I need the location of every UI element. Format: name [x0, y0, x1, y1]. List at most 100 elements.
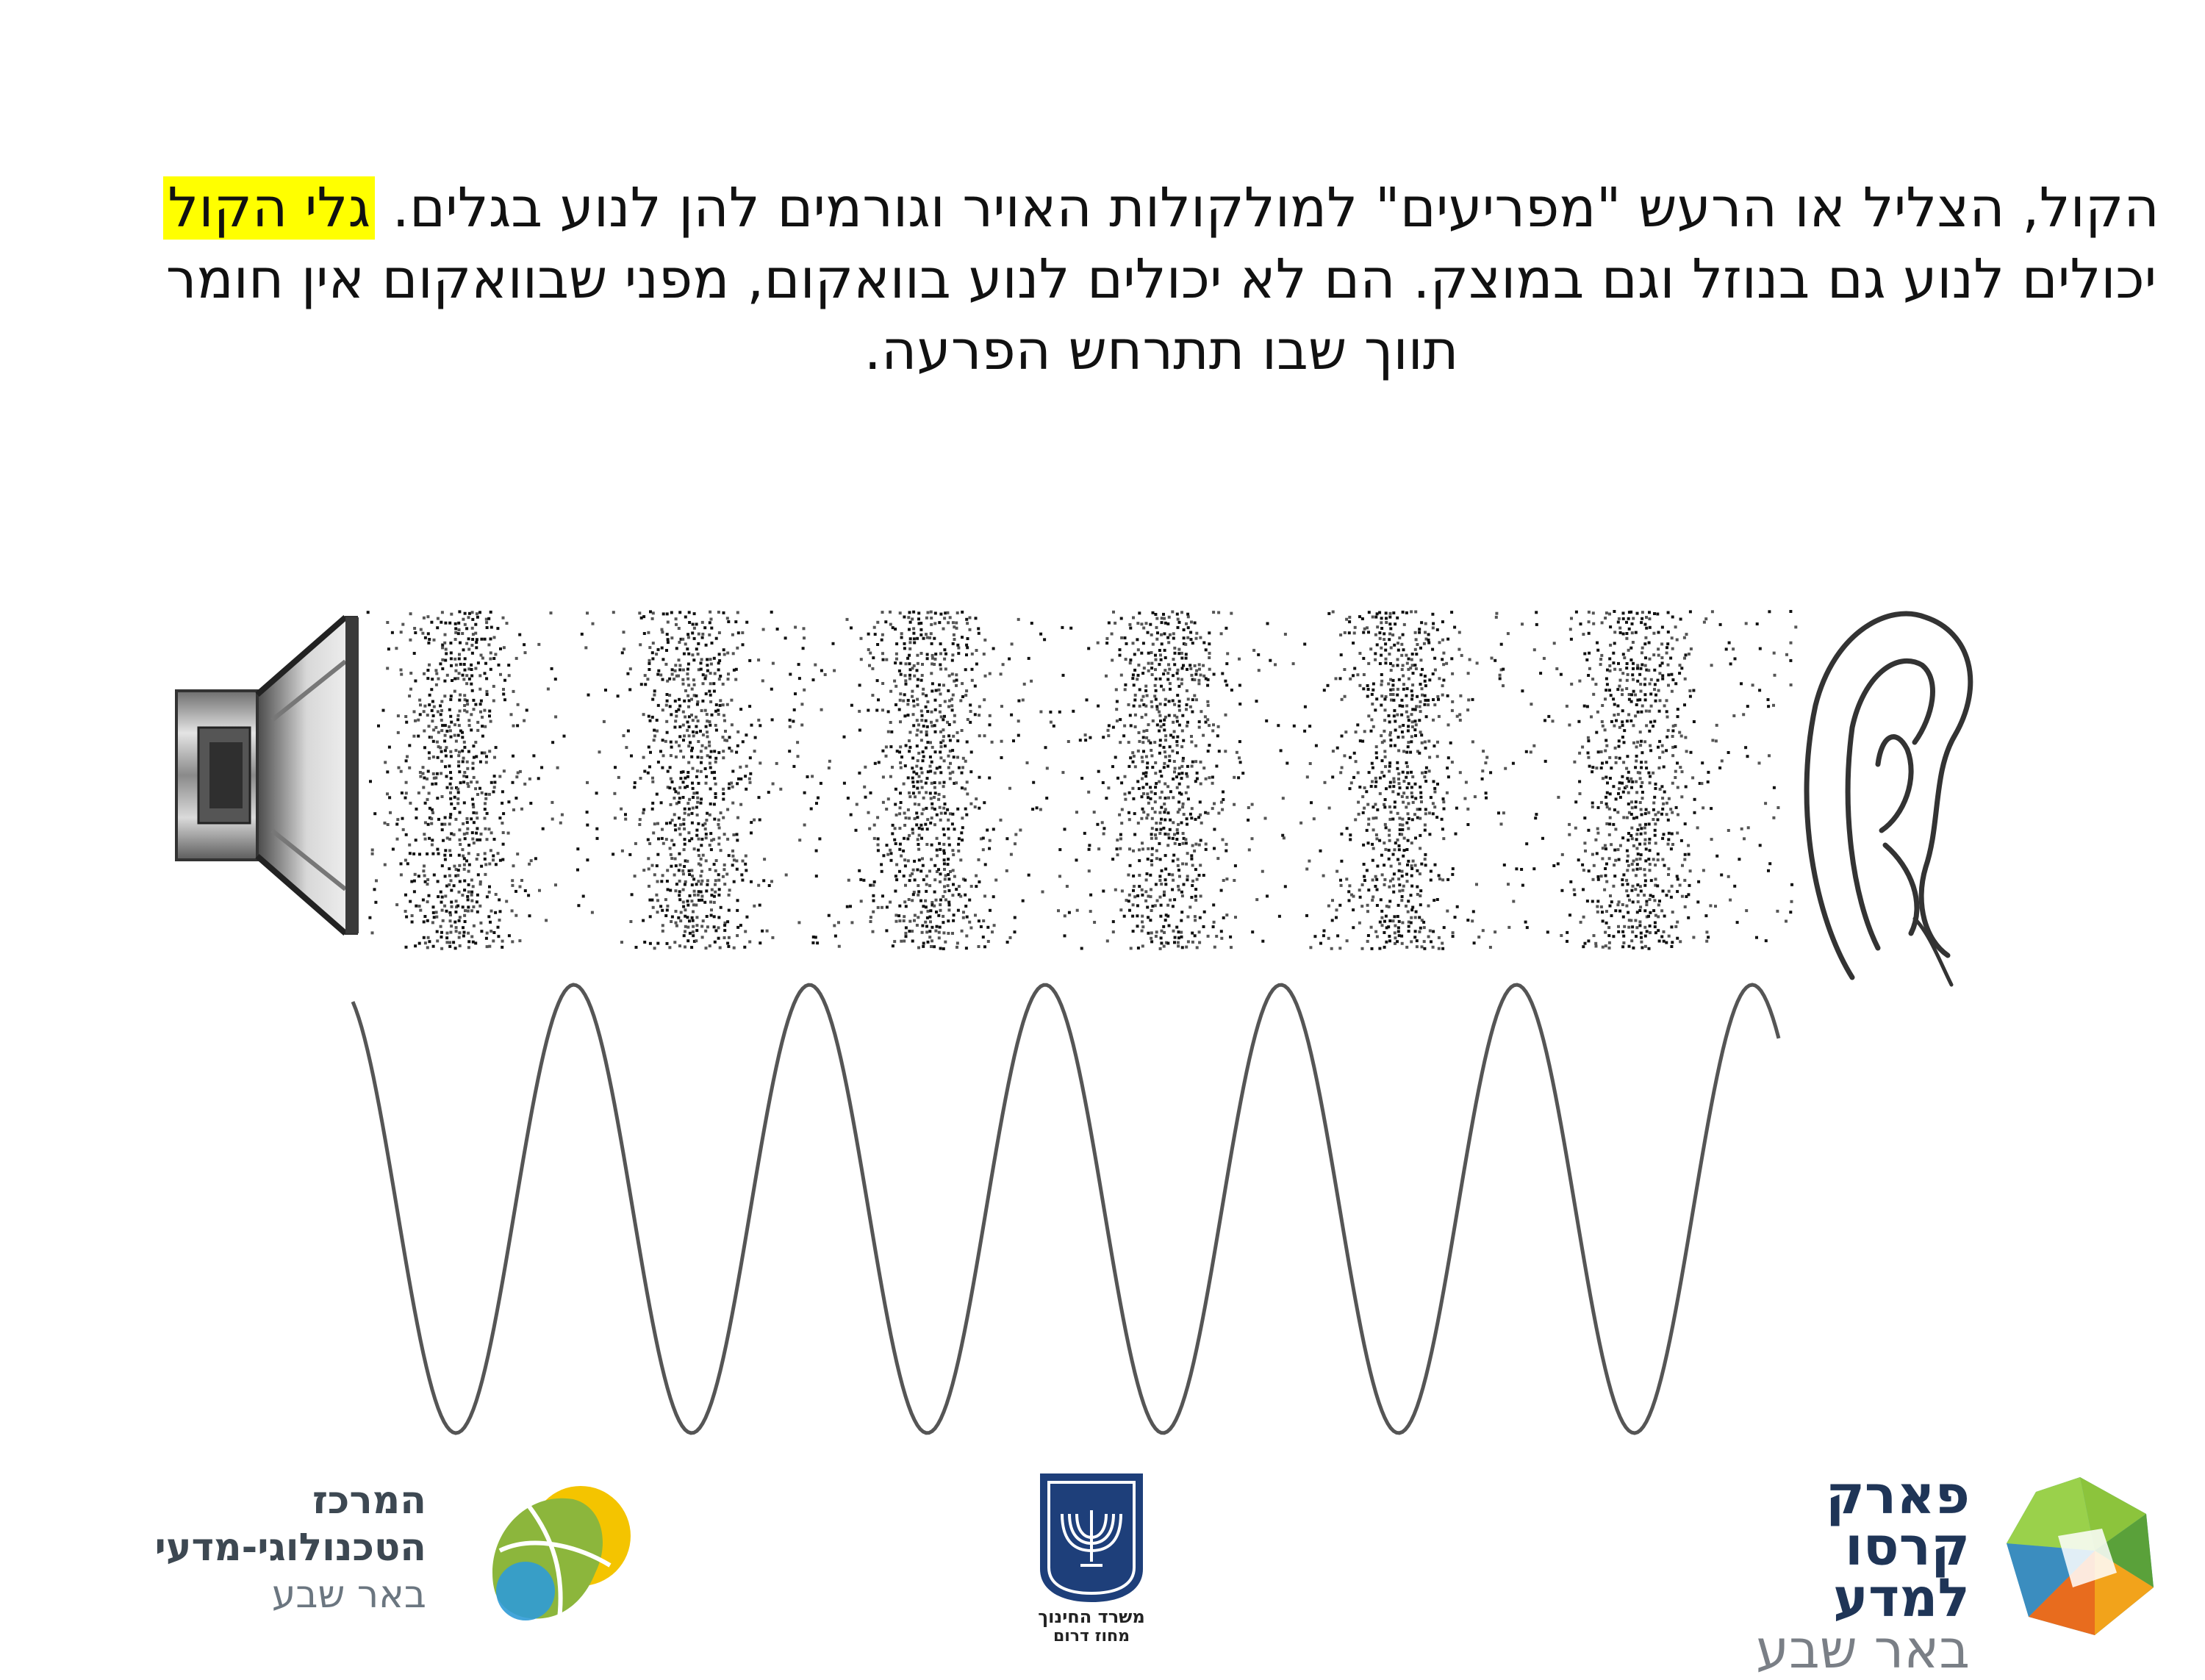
air-molecule	[1151, 719, 1155, 722]
air-molecule	[955, 621, 958, 625]
air-molecule	[1647, 669, 1651, 672]
air-molecule	[1411, 683, 1415, 687]
air-molecule	[919, 780, 923, 783]
air-molecule	[682, 905, 686, 908]
air-molecule	[1618, 756, 1621, 760]
air-molecule	[1605, 802, 1608, 805]
air-molecule	[1578, 792, 1582, 795]
air-molecule	[516, 724, 520, 728]
air-molecule	[1180, 678, 1183, 681]
air-molecule	[897, 669, 901, 672]
air-molecule	[1087, 869, 1091, 873]
air-molecule	[681, 710, 685, 714]
air-molecule	[1544, 719, 1546, 722]
air-molecule	[1402, 780, 1406, 783]
air-molecule	[1383, 638, 1386, 642]
air-molecule	[955, 673, 958, 677]
air-molecule	[459, 781, 462, 785]
air-molecule	[476, 780, 479, 784]
air-molecule	[1416, 816, 1419, 819]
air-molecule	[904, 682, 908, 686]
air-molecule	[792, 708, 796, 711]
air-molecule	[1625, 785, 1629, 789]
air-molecule	[913, 674, 917, 678]
air-molecule	[1164, 883, 1168, 886]
air-molecule	[1153, 904, 1157, 908]
air-molecule	[1225, 842, 1228, 846]
air-molecule	[1661, 807, 1665, 811]
air-molecule	[1371, 858, 1374, 862]
air-molecule	[753, 818, 756, 822]
air-molecule	[1193, 621, 1197, 625]
air-molecule	[1190, 673, 1194, 677]
air-molecule	[1410, 713, 1413, 717]
air-molecule	[899, 801, 903, 804]
air-molecule	[449, 651, 453, 655]
air-molecule	[476, 853, 480, 856]
air-molecule	[1186, 822, 1188, 826]
air-molecule	[1221, 808, 1225, 811]
air-molecule	[1339, 633, 1343, 636]
air-molecule	[988, 776, 992, 780]
air-molecule	[639, 616, 643, 620]
air-molecule	[687, 813, 690, 816]
air-molecule	[919, 622, 923, 625]
air-molecule	[1120, 889, 1124, 893]
air-molecule	[1603, 844, 1607, 847]
air-molecule	[1591, 766, 1595, 769]
air-molecule	[1158, 796, 1162, 800]
air-molecule	[1647, 914, 1650, 918]
air-molecule	[470, 682, 473, 686]
air-molecule	[1636, 900, 1640, 904]
air-molecule	[1352, 908, 1355, 912]
air-molecule	[900, 939, 903, 943]
air-molecule	[450, 900, 453, 904]
air-molecule	[1080, 777, 1084, 780]
air-molecule	[404, 715, 408, 718]
air-molecule	[1367, 611, 1371, 614]
air-molecule	[1402, 836, 1406, 840]
air-molecule	[1435, 816, 1439, 819]
air-molecule	[528, 777, 531, 780]
air-molecule	[698, 899, 700, 902]
air-molecule	[714, 792, 717, 795]
air-molecule	[714, 782, 717, 786]
air-molecule	[925, 875, 928, 878]
air-molecule	[800, 703, 804, 706]
air-molecule	[518, 769, 522, 773]
air-molecule	[1186, 697, 1190, 701]
air-molecule	[933, 771, 937, 775]
air-molecule	[1392, 785, 1396, 789]
air-molecule	[1177, 869, 1180, 872]
air-molecule	[1622, 934, 1626, 938]
air-molecule	[408, 744, 412, 747]
air-molecule	[1160, 805, 1164, 809]
air-molecule	[1557, 795, 1560, 799]
air-molecule	[1460, 653, 1463, 657]
air-molecule	[456, 874, 460, 877]
air-molecule	[454, 739, 458, 743]
air-molecule	[1671, 745, 1675, 749]
air-molecule	[1665, 749, 1668, 753]
air-molecule	[933, 750, 937, 754]
air-molecule	[1410, 795, 1414, 799]
air-molecule	[457, 936, 461, 939]
air-molecule	[1286, 761, 1289, 765]
air-molecule	[1129, 756, 1133, 760]
air-molecule	[942, 862, 946, 866]
air-molecule	[1591, 877, 1595, 881]
air-molecule	[1714, 905, 1717, 908]
air-molecule	[1626, 869, 1629, 872]
air-molecule	[1189, 667, 1193, 670]
air-molecule	[1154, 786, 1158, 789]
air-molecule	[898, 806, 902, 810]
air-molecule	[650, 651, 654, 655]
air-molecule	[448, 837, 451, 841]
air-molecule	[933, 786, 936, 789]
air-molecule	[399, 668, 403, 672]
air-molecule	[1422, 940, 1426, 944]
air-molecule	[966, 718, 969, 721]
air-molecule	[1180, 682, 1183, 686]
air-molecule	[488, 885, 491, 889]
air-molecule	[1652, 858, 1655, 861]
